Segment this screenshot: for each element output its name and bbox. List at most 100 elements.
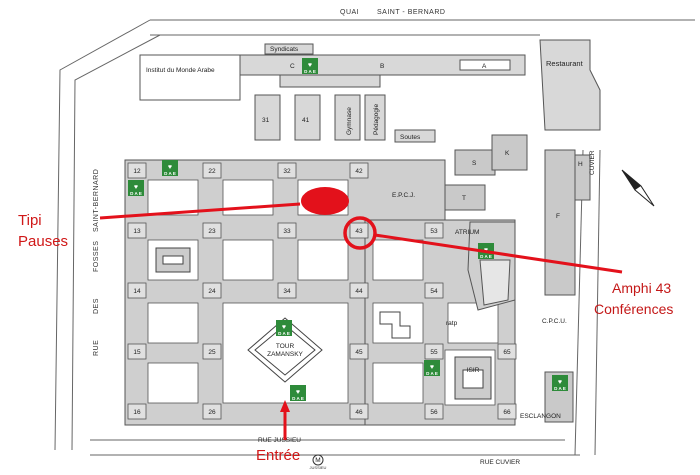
label-c: C [290,63,295,70]
svg-text:♥: ♥ [308,62,312,69]
metro-label: JUSSIEU [310,465,327,470]
tower-45: 45 [355,349,363,356]
label-isir: ISIR [467,367,480,374]
label-cpcu: C.P.C.U. [542,318,567,325]
conferences-label: Conférences [594,301,673,317]
dae-markers: ♥ D A E ♥ D A E ♥ D A E ♥ D A E ♥ D A E … [128,58,568,401]
pauses-label: Pauses [18,233,68,250]
label-f: F [556,213,560,220]
tower-25: 25 [208,349,216,356]
svg-text:♥: ♥ [168,164,172,171]
dae-icon: ♥ D A E [276,320,292,336]
amphi-label: Amphi 43 [612,280,671,296]
entrance-arrow-icon [280,400,290,440]
tower-43: 43 [355,228,363,235]
label-s: S [472,160,477,167]
tower-26: 26 [208,409,216,416]
label-atrium: ATRIUM [455,229,479,236]
svg-text:D A E: D A E [554,386,566,391]
label-41: 41 [302,117,310,124]
svg-text:D A E: D A E [278,331,290,336]
tipi-location-marker [301,187,349,215]
svg-text:D A E: D A E [130,191,142,196]
tower-14: 14 [133,288,141,295]
label-epcj: E.P.C.J. [392,192,415,199]
svg-text:D A E: D A E [304,69,316,74]
street-des: DES [93,298,100,314]
tower-33: 33 [283,228,291,235]
svg-text:♥: ♥ [558,379,562,386]
label-k: K [505,150,510,157]
dae-icon: ♥ D A E [162,160,178,176]
label-pedagogie: Pédagogie [373,104,380,135]
street-rue: RUE [93,340,100,356]
label-restaurant: Restaurant [546,59,584,68]
dae-icon: ♥ D A E [128,180,144,196]
tower-44: 44 [355,288,363,295]
label-b: B [380,63,384,70]
street-cuvier-right: CUVIER [589,150,596,175]
tower-23: 23 [208,228,216,235]
street-saint-bernard-2: SAINT-BERNARD [93,169,100,232]
svg-text:♥: ♥ [134,184,138,191]
svg-text:D A E: D A E [426,371,438,376]
label-31: 31 [262,117,270,124]
tower-nodes [127,162,517,420]
building-labels: Syndicats Institut du Monde Arabe C B A … [146,46,584,420]
tower-32: 32 [283,168,291,175]
street-fosses: FOSSES [93,241,100,272]
svg-text:D A E: D A E [292,396,304,401]
tower-15: 15 [133,349,141,356]
street-lines [54,19,695,456]
tower-12: 12 [133,168,141,175]
amphi-pointer-line [374,233,623,274]
label-soutes: Soutes [400,134,421,141]
svg-text:♥: ♥ [296,389,300,396]
label-a: A [482,63,487,70]
entree-label: Entrée [256,447,300,464]
metro-letter: M [315,457,320,464]
annotations: Tipi Pauses Amphi 43 Conférences Entrée [18,187,673,464]
label-ratp: ratp [446,320,458,327]
svg-text:♥: ♥ [430,364,434,371]
street-rue-cuvier: RUE CUVIER [480,459,520,466]
tower-65: 65 [503,349,511,356]
tipi-pointer-line [99,202,301,220]
tower-numbers: 12 22 32 42 13 23 33 43 53 14 24 34 44 5… [133,168,511,416]
compass-icon [621,169,655,207]
tower-66: 66 [503,409,511,416]
tower-42: 42 [355,168,363,175]
tower-56: 56 [430,409,438,416]
label-t: T [462,195,466,202]
label-esclangon: ESCLANGON [520,413,561,420]
dae-icon: ♥ D A E [302,58,318,74]
tipi-label: Tipi [18,212,42,229]
tower-53: 53 [430,228,438,235]
street-quai: QUAI [340,9,359,16]
svg-text:♥: ♥ [282,324,286,331]
dae-icon: ♥ D A E [424,360,440,376]
tower-54: 54 [430,288,438,295]
tower-16: 16 [133,409,141,416]
street-rue-jussieu: RUE JUSSIEU [258,437,301,444]
street-names: QUAI SAINT - BERNARD RUE DES FOSSES SAIN… [93,9,596,470]
label-tour: TOUR [276,343,295,350]
amphi-43-circle [343,216,377,250]
label-syndicats: Syndicats [270,46,299,53]
svg-text:D A E: D A E [480,254,492,259]
dae-icon: ♥ D A E [552,375,568,391]
metro-icon [312,454,324,466]
svg-text:D A E: D A E [164,171,176,176]
tower-55: 55 [430,349,438,356]
label-zamansky: ZAMANSKY [267,351,303,358]
tower-34: 34 [283,288,291,295]
dae-icon: ♥ D A E [290,385,306,401]
street-saint-bernard: SAINT - BERNARD [377,9,445,16]
label-ima: Institut du Monde Arabe [146,67,215,74]
label-h: H [578,161,583,168]
tower-22: 22 [208,168,216,175]
tower-24: 24 [208,288,216,295]
tower-13: 13 [133,228,141,235]
